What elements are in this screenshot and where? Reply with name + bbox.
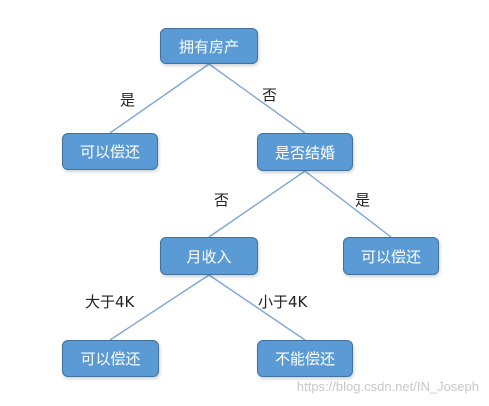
edge-label-income-less: 小于4K xyxy=(258,293,308,311)
edge-label-yes-married: 是 xyxy=(355,191,371,209)
node-married: 是否结婚 xyxy=(257,133,353,171)
node-can-repay-1: 可以偿还 xyxy=(62,133,158,170)
edge-income-to-cannot xyxy=(208,274,306,341)
node-monthly-income: 月收入 xyxy=(160,237,258,275)
edge-label-no-root: 否 xyxy=(262,86,278,104)
edge-label-income-greater: 大于4K xyxy=(85,293,135,311)
node-can-repay-2: 可以偿还 xyxy=(62,340,159,377)
edge-married-to-repay xyxy=(304,170,392,238)
edge-label-no-married: 否 xyxy=(214,191,230,209)
edge-income-to-repay xyxy=(109,274,210,341)
csdn-watermark: https://blog.csdn.net/IN_Joseph xyxy=(296,379,479,394)
node-cannot-repay: 不能偿还 xyxy=(257,340,353,377)
edge-label-yes-root: 是 xyxy=(120,91,136,109)
edge-married-to-income xyxy=(208,170,306,238)
edge-root-to-repay xyxy=(109,63,210,134)
edge-root-to-married xyxy=(208,63,306,134)
node-can-repay-right: 可以偿还 xyxy=(343,237,439,275)
node-own-property: 拥有房产 xyxy=(160,28,258,64)
